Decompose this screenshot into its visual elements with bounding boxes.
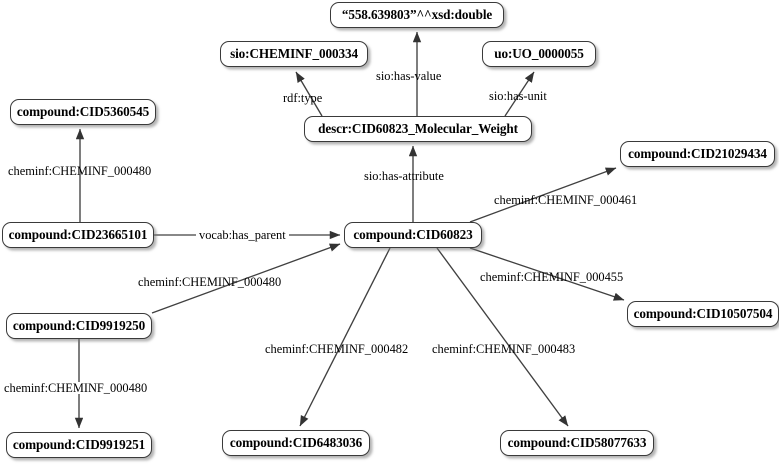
edge-label-sio-has-attribute: sio:has-attribute	[364, 169, 444, 183]
node-value-literal[interactable]: “558.639803”^^xsd:double	[330, 2, 504, 28]
edge-sio-has-unit	[504, 71, 535, 117]
edge-cheminf-000482	[299, 247, 391, 427]
node-compound-cid23665101[interactable]: compound:CID23665101	[2, 222, 154, 248]
edge-label-cheminf-000482: cheminf:CHEMINF_000482	[265, 342, 409, 356]
edge-label-rdf-type: rdf:type	[283, 91, 323, 105]
node-compound-cid60823[interactable]: compound:CID60823	[344, 222, 482, 248]
edge-rdf-type	[295, 71, 323, 117]
node-compound-cid5360545[interactable]: compound:CID5360545	[10, 99, 156, 125]
edge-label-cheminf-000483: cheminf:CHEMINF_000483	[432, 342, 576, 356]
edge-cheminf-000483	[436, 247, 569, 427]
node-compound-cid9919250[interactable]: compound:CID9919250	[6, 313, 152, 339]
edge-label-vocab-has-parent: vocab:has_parent	[196, 229, 289, 241]
edge-label-cheminf-000455: cheminf:CHEMINF_000455	[480, 270, 624, 284]
node-descr-cid60823-molecular-weight[interactable]: descr:CID60823_Molecular_Weight	[304, 116, 532, 142]
node-compound-cid6483036[interactable]: compound:CID6483036	[222, 430, 370, 456]
edge-label-cheminf-000480-b: cheminf:CHEMINF_000480	[138, 275, 282, 289]
node-sio-cheminf-000334[interactable]: sio:CHEMINF_000334	[220, 41, 368, 67]
node-compound-cid58077633[interactable]: compound:CID58077633	[500, 430, 654, 456]
edge-cheminf-000480-b	[151, 243, 341, 314]
node-compound-cid9919251[interactable]: compound:CID9919251	[6, 432, 152, 458]
edge-label-cheminf-000461: cheminf:CHEMINF_000461	[494, 193, 638, 207]
edge-label-cheminf-000480-c: cheminf:CHEMINF_000480	[2, 381, 150, 395]
node-compound-cid21029434[interactable]: compound:CID21029434	[620, 141, 775, 167]
edge-label-cheminf-000480-a: cheminf:CHEMINF_000480	[8, 164, 152, 178]
edge-label-sio-has-value: sio:has-value	[376, 69, 442, 83]
node-uo-uo-0000055[interactable]: uo:UO_0000055	[482, 41, 596, 67]
edge-label-sio-has-unit: sio:has-unit	[489, 89, 547, 103]
edge-cheminf-000455	[469, 247, 625, 301]
node-compound-cid10507504[interactable]: compound:CID10507504	[627, 301, 779, 327]
edge-cheminf-000461	[469, 167, 617, 223]
